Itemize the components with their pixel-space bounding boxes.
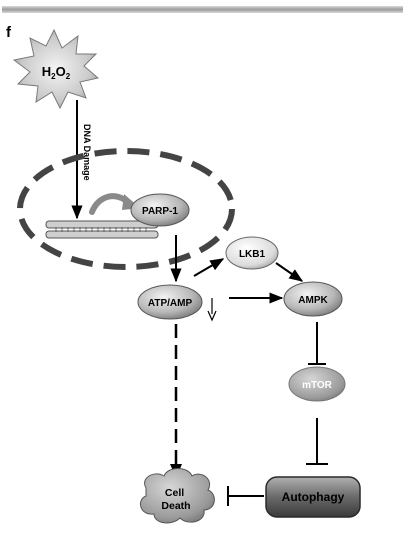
nucleus-dashed-outline	[17, 148, 235, 270]
lkb1-to-ampk-arrow	[275, 262, 304, 282]
decrease-arrow-icon	[207, 298, 217, 322]
cell-death-cloud	[139, 468, 215, 524]
atp-to-lkb1-arrow	[193, 258, 225, 277]
dna-strand	[45, 220, 159, 239]
mtor-label: mTOR	[302, 380, 333, 391]
autophagy-node: Autophagy	[265, 476, 361, 518]
cell-death-node: Cell Death	[139, 468, 215, 524]
h2o2-label: H2O2	[42, 64, 71, 81]
ampk-node: AMPK	[283, 281, 343, 317]
lkb1-node: LKB1	[225, 236, 279, 270]
mtor-node: mTOR	[288, 366, 346, 402]
atp-amp-node: ATP/AMP	[137, 284, 203, 320]
parp1-node: PARP-1	[130, 193, 190, 227]
dna-damage-label: DNA Damage	[82, 124, 92, 181]
h2o2-node: H2O2	[12, 28, 100, 110]
autophagy-label: Autophagy	[282, 490, 345, 504]
panel-label: f	[6, 24, 12, 41]
parp1-label: PARP-1	[142, 206, 178, 217]
ampk-label: AMPK	[298, 295, 328, 306]
starburst-shape	[12, 28, 100, 110]
lkb1-label: LKB1	[239, 249, 266, 260]
atp-amp-label: ATP/AMP	[148, 298, 193, 309]
cell-death-label: Cell Death	[161, 487, 190, 512]
top-rule	[2, 6, 403, 13]
